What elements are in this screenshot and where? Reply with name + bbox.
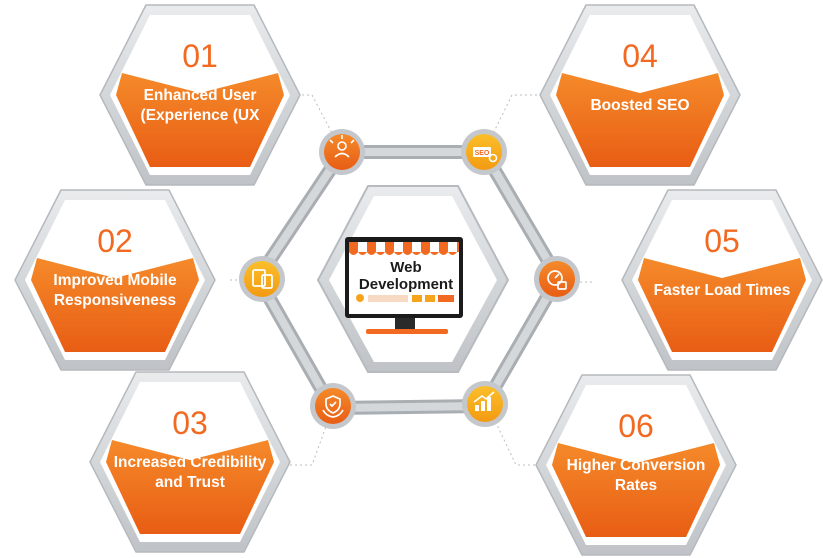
monitor-neck [395,318,415,330]
benefit-number: 03 [172,405,208,441]
benefit-label-line1: Faster Load Times [654,282,791,299]
benefit-label-line1: Enhanced User [144,87,257,104]
mobile-devices-icon [252,269,273,289]
svg-text:SEO: SEO [475,150,490,157]
benefit-label-line2: and Trust [155,474,225,491]
content-block [438,295,454,302]
benefit-label-line2: (Experience (UX [141,107,261,124]
connector-04 [483,94,542,153]
benefit-label-line1: Improved Mobile [53,272,177,289]
avatar-dot [356,294,364,302]
benefit-number: 01 [182,38,218,74]
growth-chart-icon [473,391,495,411]
seo-icon: SEO [473,147,498,163]
content-block [412,295,422,302]
content-block [425,295,435,302]
card-orange-band [116,73,284,167]
benefit-label-line1: Higher Conversion [567,457,706,474]
node-02 [239,256,285,302]
benefit-label-line2: Responsiveness [54,292,176,309]
node-06 [462,381,508,427]
center-hexagon: Web Development [316,185,510,373]
benefit-label-line1: Increased Credibility [114,454,267,471]
awning [349,242,459,255]
node-05 [534,256,580,302]
user-experience-icon [329,135,355,158]
center-title-line2: Development [359,276,453,293]
connector-03 [290,409,333,466]
center-title-line1: Web [390,259,421,276]
card-orange-band [106,440,274,534]
monitor-illustration: Web Development [345,237,463,334]
benefit-number: 04 [622,38,658,74]
node-03 [310,383,356,429]
node-01 [319,129,365,175]
benefit-number: 02 [97,223,133,259]
benefit-number: 05 [704,223,740,259]
node-04: SEO [461,129,507,175]
trust-shield-icon [322,395,344,418]
benefit-label-line1: Boosted SEO [590,97,689,114]
speed-icon [547,270,567,290]
card-orange-band [556,73,724,167]
content-block [368,295,408,302]
card-orange-band [552,443,720,537]
card-orange-band [31,258,199,352]
monitor-base [366,329,448,334]
benefit-number: 06 [618,408,654,444]
card-orange-band [638,258,806,352]
benefit-label-line2: Rates [615,477,657,494]
